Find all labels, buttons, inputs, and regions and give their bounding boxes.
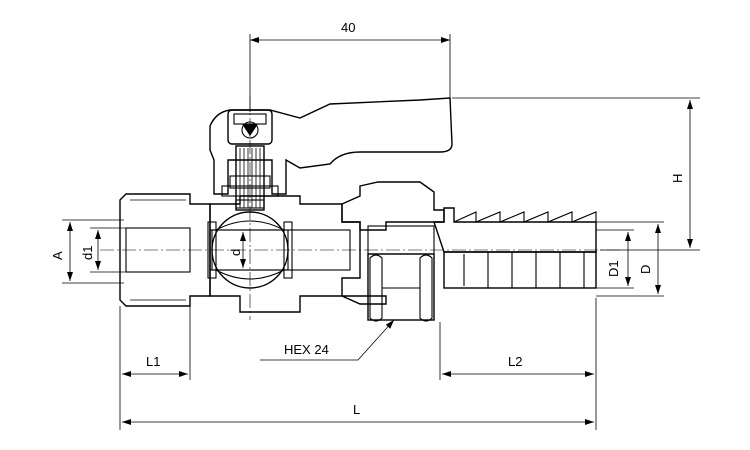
dim-A-label: A: [50, 251, 65, 260]
dim-L: L: [122, 402, 594, 425]
hose-barb: [433, 207, 597, 289]
hex-nut: [367, 225, 435, 322]
main-body-section: [209, 195, 361, 313]
dim-handle-width: 40: [249, 20, 451, 112]
centerlines: [100, 96, 620, 320]
dim-L-label: L: [353, 402, 360, 417]
dim-hex: HEX 24: [260, 319, 395, 361]
dim-d-label: d: [228, 249, 243, 256]
dim-height: H: [452, 97, 700, 251]
dim-d1: d1: [80, 227, 126, 273]
dim-D: D: [596, 221, 664, 297]
dim-H-label: H: [670, 174, 685, 183]
dim-D-label: D: [638, 265, 653, 274]
valve-body: [119, 97, 597, 322]
stem: [221, 145, 279, 211]
dim-L2: L2: [439, 298, 597, 430]
dim-d1-label: d1: [80, 246, 95, 260]
dim-bore-d: d: [228, 232, 246, 268]
dim-40-label: 40: [341, 20, 355, 35]
dim-port-a: A: [50, 219, 124, 284]
dim-L1: L1: [119, 306, 191, 430]
dim-L1-label: L1: [146, 354, 160, 369]
union-section: [341, 181, 445, 231]
dim-D1-label: D1: [606, 260, 621, 277]
dim-L2-label: L2: [508, 354, 522, 369]
dim-D1: D1: [596, 229, 634, 289]
dim-hex-label: HEX 24: [284, 342, 329, 357]
handle-lever: [209, 97, 453, 195]
inlet-thread: [130, 199, 186, 301]
